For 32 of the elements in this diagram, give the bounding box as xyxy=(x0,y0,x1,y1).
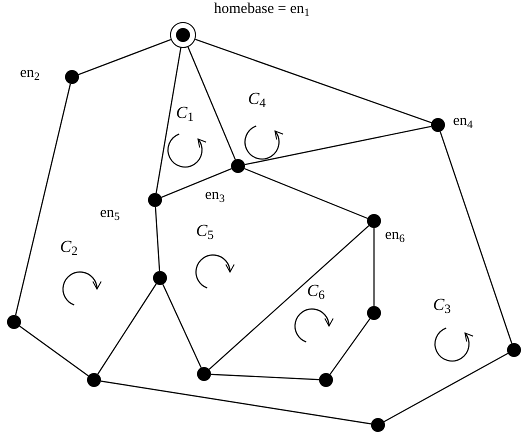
vertex-label: en$_{2}$ xyxy=(20,66,40,81)
edge-line xyxy=(161,168,232,198)
edge-line xyxy=(156,48,182,194)
edge-line xyxy=(162,284,202,368)
edge-line xyxy=(187,46,236,160)
vertex-label: en$_{3}$ xyxy=(205,188,225,203)
edge-line xyxy=(78,39,172,76)
edge-line xyxy=(244,168,368,219)
cycle-label: C$_{1}$ xyxy=(176,104,194,121)
edge-line xyxy=(244,126,432,166)
edge-line xyxy=(97,284,157,374)
vertex-label: en$_{4}$ xyxy=(453,114,473,129)
vertex-label: en$_{6}$ xyxy=(385,228,405,243)
edge-line xyxy=(330,318,370,375)
edge-line xyxy=(208,225,370,370)
ringed-vertex xyxy=(170,22,196,48)
cycle-label: C$_{3}$ xyxy=(433,296,451,313)
edge-line xyxy=(210,374,320,380)
edge-line xyxy=(373,228,375,306)
cycle-label: C$_{4}$ xyxy=(248,90,266,107)
edge-line xyxy=(15,84,71,316)
cycle-label: C$_{5}$ xyxy=(196,222,214,239)
cycle-label: C$_{2}$ xyxy=(60,238,78,255)
edge-line xyxy=(440,131,512,344)
vertex-label: homebase = en$_{1}$ xyxy=(214,2,310,17)
edge-line xyxy=(19,326,89,376)
vertex-label: en$_{5}$ xyxy=(100,206,120,221)
edge-line xyxy=(154,206,160,272)
edge-line xyxy=(195,38,432,124)
cycle-label: C$_{6}$ xyxy=(307,282,325,299)
edge-line xyxy=(384,352,508,422)
edge-line xyxy=(100,380,372,424)
